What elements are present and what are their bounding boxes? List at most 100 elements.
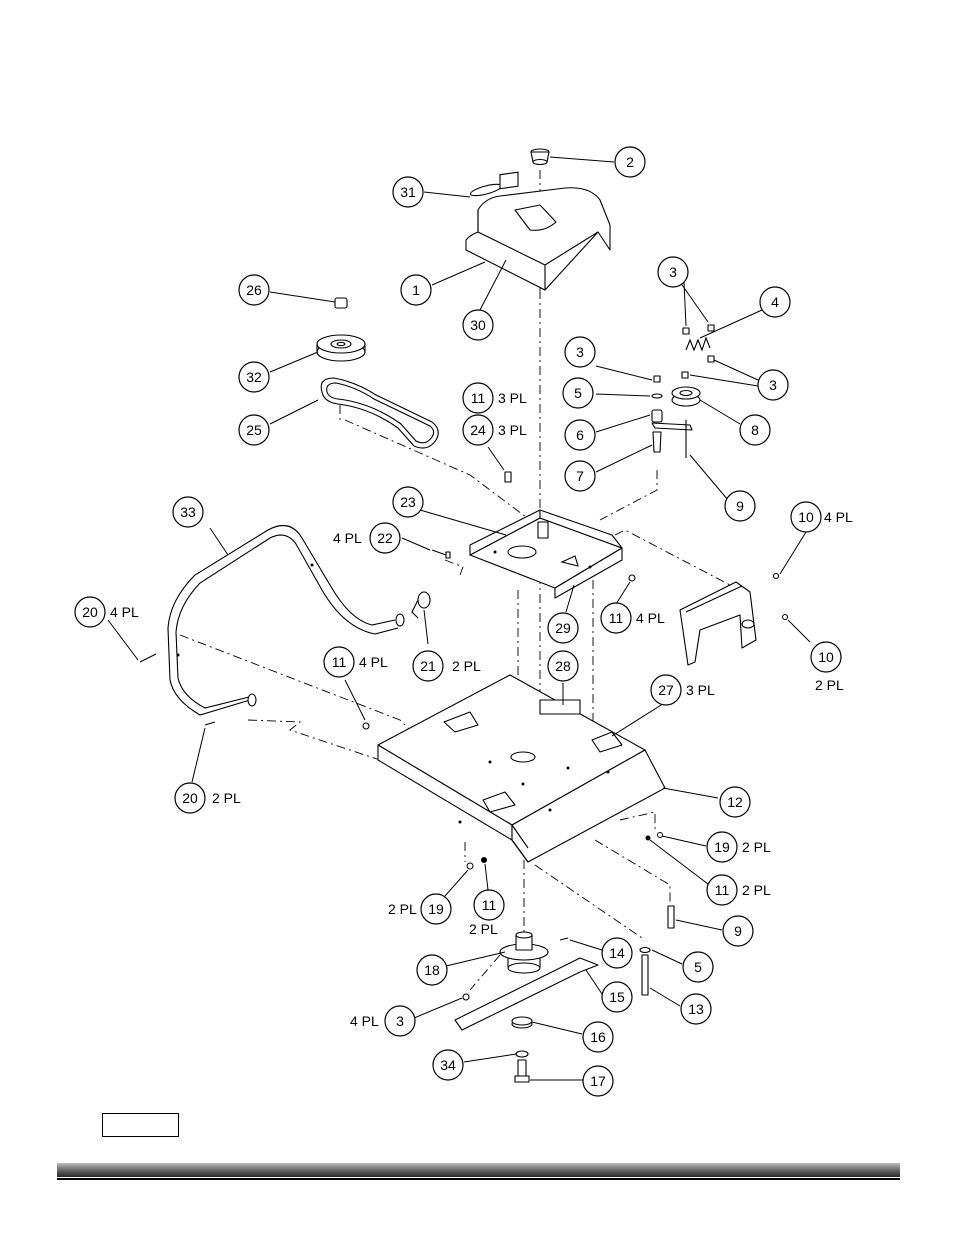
callout-14: 14 — [601, 937, 633, 969]
qty-19-right: 2 PL — [742, 839, 771, 855]
svg-text:13: 13 — [688, 1001, 704, 1017]
qty-27: 3 PL — [686, 682, 715, 698]
callout-8: 8 — [739, 414, 771, 446]
belt-cover — [465, 171, 611, 291]
idler-pulley — [671, 386, 701, 407]
svg-text:11: 11 — [715, 882, 730, 898]
handle-knob — [411, 591, 431, 619]
spindle-assembly — [499, 931, 549, 974]
callout-24: 24 — [462, 414, 494, 446]
callout-13: 13 — [680, 993, 712, 1025]
svg-text:20: 20 — [182, 790, 198, 806]
svg-text:19: 19 — [714, 839, 730, 855]
mower-deck — [377, 674, 666, 870]
qty-19-left: 2 PL — [388, 901, 417, 917]
svg-text:18: 18 — [424, 962, 440, 978]
svg-text:5: 5 — [574, 385, 582, 401]
callout-9-top: 9 — [724, 490, 756, 522]
callout-3-left: 3 — [564, 336, 596, 368]
svg-text:21: 21 — [420, 658, 436, 674]
nut-11-deck — [362, 722, 370, 730]
callout-34: 34 — [432, 1049, 464, 1081]
bolt-13 — [641, 954, 649, 996]
svg-text:3: 3 — [576, 344, 584, 360]
svg-text:32: 32 — [246, 369, 262, 385]
svg-text:23: 23 — [400, 494, 416, 510]
bolt-9 — [667, 905, 675, 929]
svg-text:3: 3 — [396, 1013, 404, 1029]
callout-3-bottom: 3 — [384, 1005, 416, 1037]
svg-text:12: 12 — [727, 794, 743, 810]
callout-19-left: 19 — [420, 893, 452, 925]
qty-3-bottom: 4 PL — [350, 1013, 379, 1029]
qty-20-2pl: 2 PL — [212, 790, 241, 806]
footer-bar — [57, 1163, 900, 1180]
label-box — [102, 1113, 179, 1137]
qty-20-4pl: 4 PL — [110, 604, 139, 620]
qty-21: 2 PL — [452, 658, 481, 674]
lock-washer — [515, 1050, 529, 1058]
callout-12: 12 — [719, 786, 751, 818]
callout-20-4pl: 20 — [74, 596, 106, 628]
svg-text:14: 14 — [609, 945, 625, 961]
handle — [167, 524, 405, 716]
leader-lines — [107, 156, 811, 1081]
svg-text:33: 33 — [180, 504, 196, 520]
svg-text:16: 16 — [590, 1029, 606, 1045]
svg-text:9: 9 — [734, 923, 742, 939]
callout-3-right: 3 — [757, 369, 789, 401]
washer-5 — [639, 946, 651, 954]
qty-22: 4 PL — [333, 530, 362, 546]
svg-text:5: 5 — [694, 959, 702, 975]
callout-25: 25 — [238, 414, 270, 446]
svg-text:8: 8 — [751, 422, 759, 438]
callout-5-top: 5 — [562, 377, 594, 409]
callout-16: 16 — [582, 1021, 614, 1053]
svg-text:10: 10 — [818, 649, 834, 665]
bolt-20a — [139, 653, 157, 663]
svg-text:2: 2 — [626, 154, 634, 170]
svg-text:30: 30 — [470, 317, 486, 333]
drive-belt — [320, 377, 439, 449]
svg-text:9: 9 — [736, 498, 744, 514]
qty-10-4pl: 4 PL — [824, 509, 853, 525]
svg-text:26: 26 — [246, 282, 262, 298]
svg-text:3: 3 — [769, 377, 777, 393]
callout-27: 27 — [650, 674, 682, 706]
callout-11-left: 11 — [473, 889, 505, 921]
svg-text:28: 28 — [555, 658, 571, 674]
callout-1: 1 — [400, 274, 432, 306]
bolt-22 — [431, 549, 451, 559]
blade — [454, 957, 599, 1031]
callout-7: 7 — [564, 460, 596, 492]
svg-text:6: 6 — [576, 427, 584, 443]
svg-text:11: 11 — [482, 897, 497, 913]
bolt-20b — [204, 721, 216, 726]
callout-28: 28 — [547, 650, 579, 682]
callout-21: 21 — [412, 650, 444, 682]
callout-9-bottom: 9 — [722, 915, 754, 947]
qty-11-right: 2 PL — [742, 882, 771, 898]
svg-text:31: 31 — [400, 184, 416, 200]
callout-10-4pl: 10 — [790, 501, 822, 533]
callout-30: 30 — [462, 309, 494, 341]
svg-text:1: 1 — [412, 282, 420, 298]
callout-33: 33 — [172, 496, 204, 528]
svg-text:3: 3 — [669, 264, 677, 280]
svg-text:25: 25 — [246, 422, 262, 438]
pulley — [316, 334, 366, 362]
callout-10-2pl: 10 — [810, 641, 842, 673]
svg-text:4: 4 — [771, 294, 779, 310]
qty-11-3pl: 3 PL — [498, 390, 527, 406]
callout-15: 15 — [601, 981, 633, 1013]
callout-31: 31 — [392, 176, 424, 208]
qty-10-2pl: 2 PL — [815, 677, 844, 693]
nut-11 — [628, 574, 636, 582]
qty-24: 3 PL — [498, 422, 527, 438]
callouts: 2 31 1 30 26 32 25 3 4 3 3 5 6 7 8 9 11 … — [74, 146, 853, 1097]
parts — [139, 148, 789, 1083]
callout-11-4pl-bracket: 11 — [600, 602, 632, 634]
svg-text:11: 11 — [471, 390, 486, 406]
callout-17: 17 — [582, 1065, 614, 1097]
